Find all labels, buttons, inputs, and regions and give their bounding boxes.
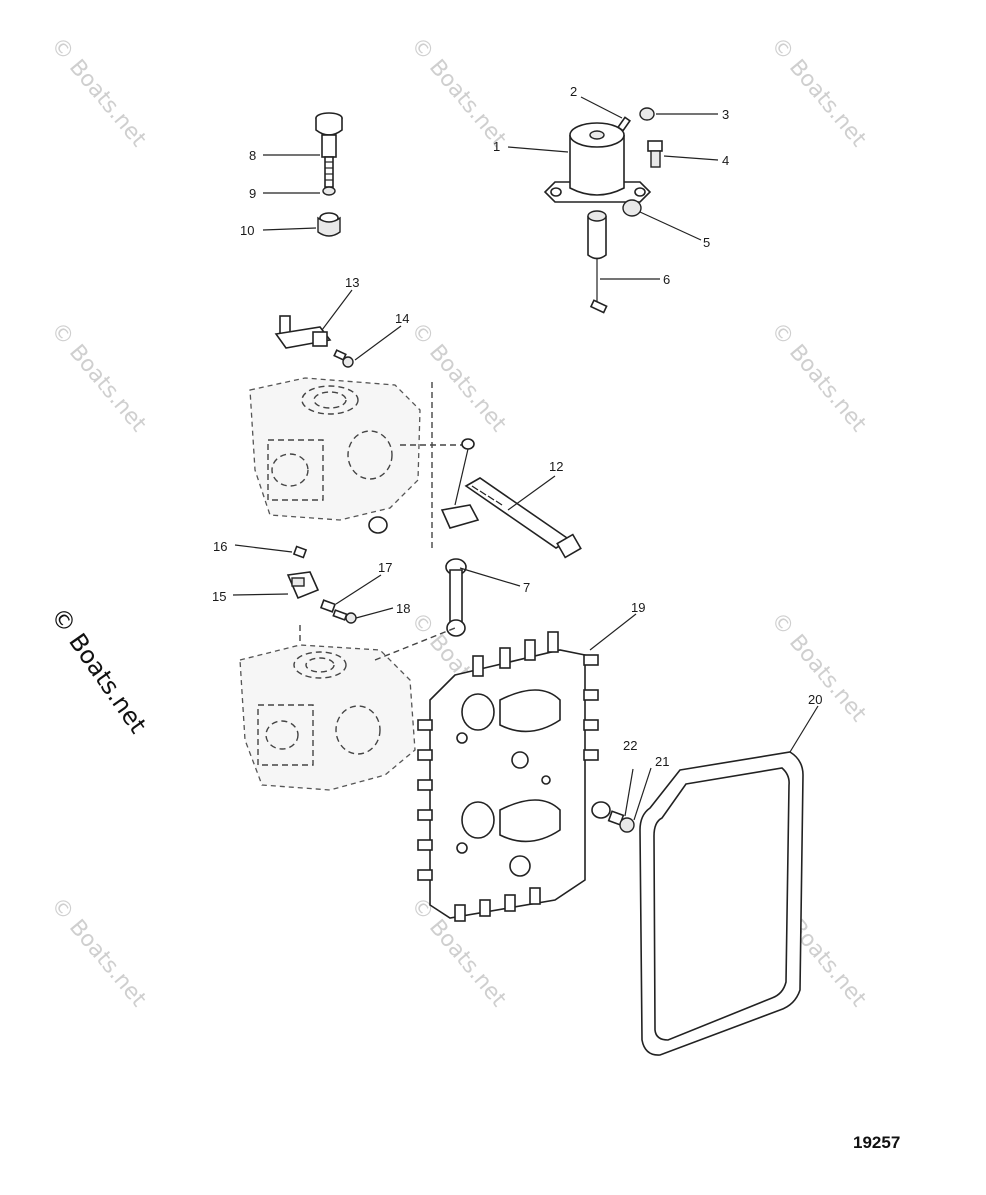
watermark: © Boats.net <box>45 893 151 1012</box>
nut-small <box>639 107 655 121</box>
callout-labels: 1 2 3 4 5 6 7 8 9 10 12 13 14 15 16 17 1… <box>212 84 822 769</box>
upper-carburetor <box>249 377 470 550</box>
callout-19: 19 <box>631 600 645 615</box>
callout-12: 12 <box>549 459 563 474</box>
watermark: © Boats.net <box>45 33 151 152</box>
screw-bracket <box>332 609 357 624</box>
screw-small <box>333 349 354 368</box>
cover-plate <box>417 631 599 922</box>
callout-2: 2 <box>570 84 577 99</box>
bracket <box>286 571 320 600</box>
callout-15: 15 <box>212 589 226 604</box>
callout-14: 14 <box>395 311 409 326</box>
callout-18: 18 <box>396 601 410 616</box>
stud <box>647 140 663 168</box>
watermark-large: © Boats.net <box>45 602 152 738</box>
watermark: © Boats.net <box>765 608 871 727</box>
nut <box>622 199 642 217</box>
callout-6: 6 <box>663 272 670 287</box>
washer <box>591 801 611 819</box>
watermark: © Boats.net <box>765 318 871 437</box>
leader-lines <box>232 96 819 821</box>
callout-22: 22 <box>623 738 637 753</box>
watermark: © Boats.net <box>45 318 151 437</box>
throttle-link <box>440 438 480 637</box>
callout-3: 3 <box>722 107 729 122</box>
gasket <box>639 751 804 1056</box>
plunger <box>587 210 608 314</box>
screw-cover <box>607 810 635 833</box>
callout-10: 10 <box>240 223 254 238</box>
watermark: © Boats.net <box>765 33 871 152</box>
callout-16: 16 <box>213 539 227 554</box>
callout-8: 8 <box>249 148 256 163</box>
callout-9: 9 <box>249 186 256 201</box>
long-bolt <box>464 477 582 559</box>
callout-20: 20 <box>808 692 822 707</box>
callout-17: 17 <box>378 560 392 575</box>
callout-1: 1 <box>493 139 500 154</box>
watermark: © Boats.net <box>405 318 511 437</box>
lower-carburetor <box>239 625 456 791</box>
gasket-small <box>292 545 308 559</box>
screw-assembly <box>315 112 343 237</box>
callout-5: 5 <box>703 235 710 250</box>
watermark: © Boats.net <box>405 33 511 152</box>
bracket-plate <box>319 599 337 613</box>
lever-arm <box>274 315 332 349</box>
callout-4: 4 <box>722 153 729 168</box>
solenoid <box>543 116 652 203</box>
callout-21: 21 <box>655 754 669 769</box>
callout-7: 7 <box>523 580 530 595</box>
figure-number: 19257 <box>853 1133 900 1152</box>
callout-13: 13 <box>345 275 359 290</box>
